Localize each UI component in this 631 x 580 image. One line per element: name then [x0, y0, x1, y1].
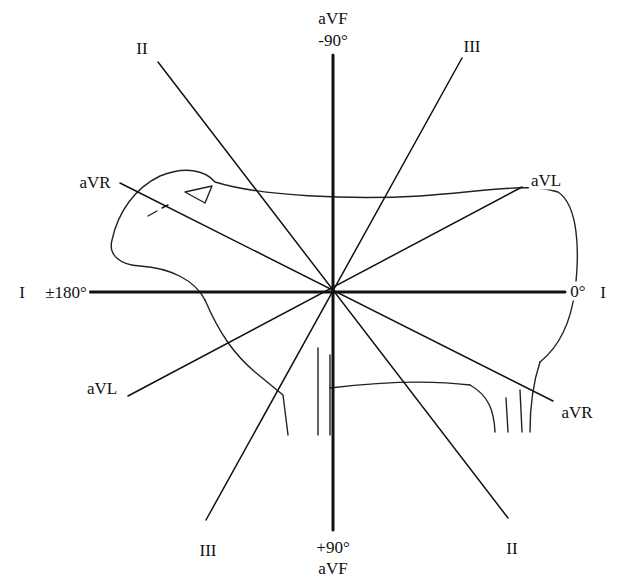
- axis-label: aVR: [77, 173, 112, 192]
- axis-label: 0°: [568, 282, 587, 301]
- axis-label: III: [462, 37, 483, 56]
- axis-label: I: [17, 283, 27, 302]
- axis-label: aVF: [316, 559, 349, 578]
- axis-label: III: [198, 541, 219, 560]
- sheep-outline: [111, 170, 577, 435]
- axis-label: ±180°: [43, 283, 89, 302]
- axis-label: II: [504, 539, 519, 558]
- axis-label: I: [598, 283, 608, 302]
- axis-label: aVF: [316, 9, 349, 28]
- axis-label: II: [134, 39, 149, 58]
- axis-label: aVR: [559, 403, 594, 422]
- axis-label: +90°: [314, 538, 351, 557]
- axis-label: -90°: [316, 31, 349, 50]
- lead-axes: [90, 55, 565, 530]
- axis-label: aVL: [529, 171, 563, 190]
- axis-label: aVL: [85, 379, 119, 398]
